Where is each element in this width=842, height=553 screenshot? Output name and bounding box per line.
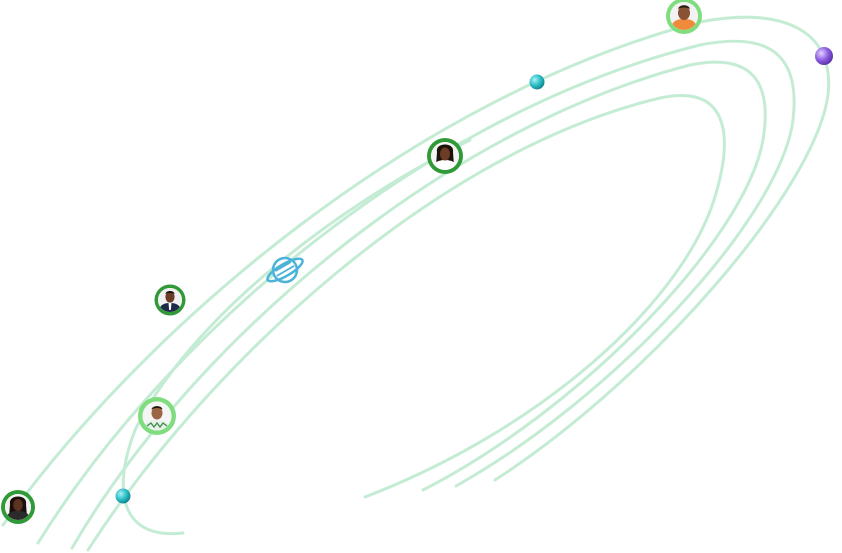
orbit-line-2 (36, 39, 796, 545)
planet-icon (529, 74, 545, 90)
orbit-lines (1, 15, 831, 552)
orbit-line-3 (70, 60, 767, 550)
saturn-icon (266, 256, 304, 284)
planet-icon (115, 488, 131, 504)
orbit-line-4 (86, 94, 726, 552)
orbit-line-5 (121, 138, 472, 536)
avatar-left-upper (154, 284, 186, 316)
avatar-center (427, 138, 463, 174)
planet-icon (815, 47, 833, 65)
avatar-left-middle (138, 397, 176, 435)
avatar-top-right (666, 0, 702, 34)
orbit-line-1 (1, 15, 831, 527)
avatar-bottom-left (1, 490, 35, 524)
